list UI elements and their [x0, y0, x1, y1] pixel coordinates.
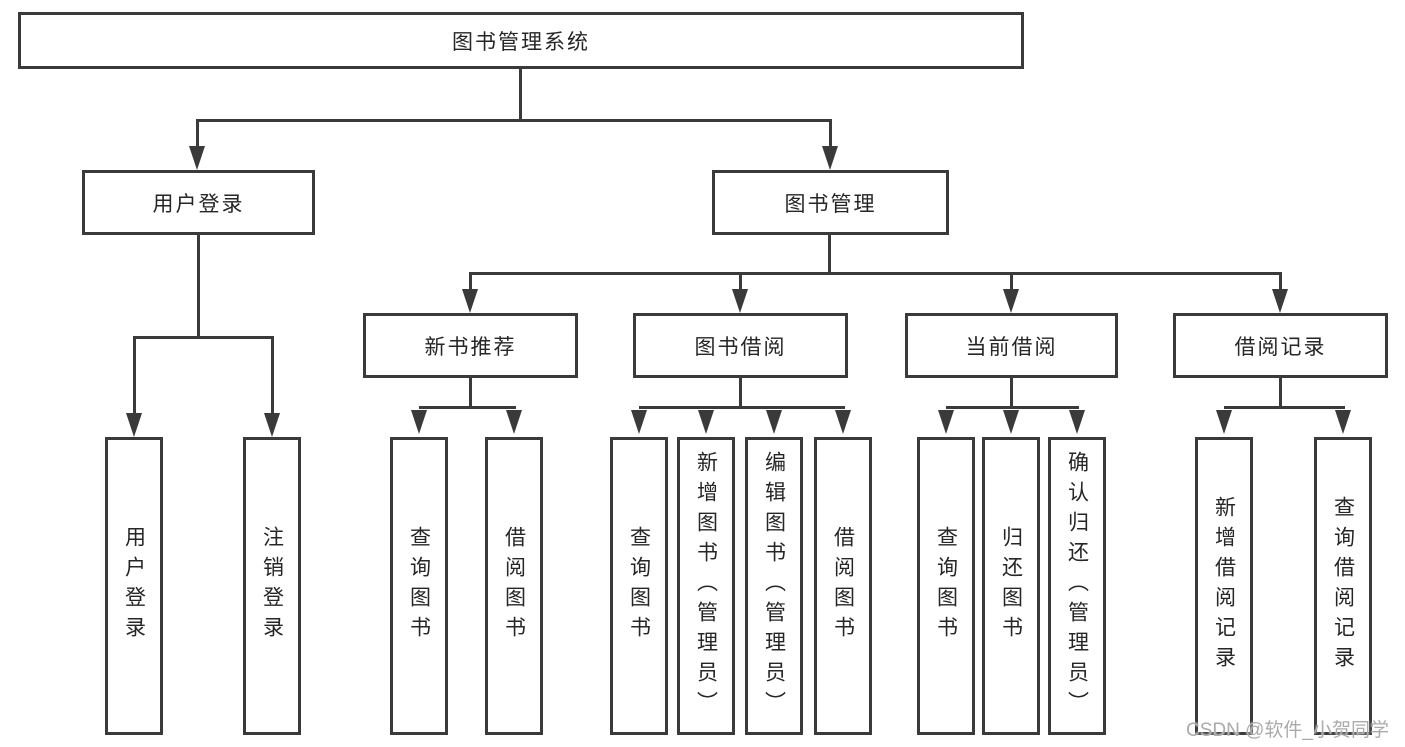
arrowhead-down: [1272, 289, 1288, 313]
node-user-login: 用户登录: [82, 170, 315, 235]
node-leaf-cb-confirm-return: 确认归还（管理员）: [1048, 437, 1106, 735]
node-leaf-cb-query-book: 查询图书: [917, 437, 975, 735]
arrowhead-down: [732, 289, 748, 313]
node-label: 新增图书（管理员）: [694, 451, 718, 721]
node-label: 借阅图书: [831, 526, 855, 646]
arrowhead-down: [1003, 410, 1019, 434]
node-label: 编辑图书（管理员）: [762, 451, 786, 721]
node-label: 新书推荐: [424, 335, 517, 359]
connector-stem: [1010, 272, 1013, 292]
node-leaf-br-query-record: 查询借阅记录: [1314, 437, 1372, 735]
node-label: 查询图书: [934, 526, 958, 646]
connector-branch: [1224, 406, 1345, 409]
arrowhead-down: [766, 410, 782, 434]
node-label: 图书管理: [784, 192, 877, 216]
node-label: 当前借阅: [965, 335, 1058, 359]
connector-trunk: [1010, 378, 1013, 409]
node-leaf-br-add-record: 新增借阅记录: [1195, 437, 1253, 735]
node-label: 查询图书: [407, 526, 431, 646]
connector-stem: [271, 336, 274, 416]
node-label: 注销登录: [260, 526, 284, 646]
node-label: 归还图书: [999, 526, 1023, 646]
node-label: 确认归还（管理员）: [1065, 451, 1089, 721]
node-leaf-logout: 注销登录: [243, 437, 301, 735]
connector-root-branch: [197, 119, 832, 122]
connector-stem: [469, 272, 472, 292]
connector-branch: [639, 406, 845, 409]
node-current-borrow: 当前借阅: [905, 313, 1118, 378]
connector-stem: [739, 272, 742, 292]
node-leaf-bb-query-book: 查询图书: [610, 437, 668, 735]
node-leaf-user-login: 用户登录: [105, 437, 163, 735]
arrowhead-down: [126, 413, 142, 437]
node-label: 用户登录: [152, 192, 245, 216]
node-leaf-cb-return-book: 归还图书: [982, 437, 1040, 735]
connector-stem: [196, 119, 199, 151]
connector-root-trunk: [519, 69, 522, 121]
node-label: 用户登录: [122, 526, 146, 646]
arrowhead-down: [698, 410, 714, 434]
node-book-management: 图书管理: [712, 170, 949, 235]
arrowhead-down: [1003, 289, 1019, 313]
connector-trunk: [469, 378, 472, 409]
connector-branch: [470, 272, 1282, 275]
node-label: 图书借阅: [694, 335, 787, 359]
connector-trunk: [739, 378, 742, 409]
csdn-watermark: CSDN @软件_小贺同学: [1186, 720, 1389, 741]
node-label: 图书管理系统: [452, 30, 590, 54]
node-new-book-recommend: 新书推荐: [363, 313, 578, 378]
arrowhead-down: [1335, 410, 1351, 434]
arrowhead-down: [264, 413, 280, 437]
connector-stem: [829, 119, 832, 151]
connector-trunk: [828, 235, 831, 275]
arrowhead-down: [462, 289, 478, 313]
connector-branch: [419, 406, 516, 409]
connector-trunk: [197, 235, 200, 338]
node-leaf-rec-borrow-book: 借阅图书: [485, 437, 543, 735]
node-book-borrow: 图书借阅: [633, 313, 848, 378]
node-label: 借阅图书: [502, 526, 526, 646]
connector-stem: [133, 336, 136, 416]
arrowhead-down: [189, 146, 205, 170]
arrowhead-down: [822, 146, 838, 170]
node-leaf-bb-add-book: 新增图书（管理员）: [677, 437, 735, 735]
node-label: 查询图书: [627, 526, 651, 646]
node-leaf-bb-borrow-book: 借阅图书: [814, 437, 872, 735]
arrowhead-down: [1216, 410, 1232, 434]
node-borrow-records: 借阅记录: [1173, 313, 1388, 378]
node-root: 图书管理系统: [18, 12, 1024, 69]
arrowhead-down: [938, 410, 954, 434]
connector-trunk: [1279, 378, 1282, 409]
arrowhead-down: [506, 410, 522, 434]
connector-stem: [1279, 272, 1282, 292]
arrowhead-down: [835, 410, 851, 434]
node-label: 新增借阅记录: [1212, 496, 1236, 676]
connector-branch: [134, 336, 274, 339]
arrowhead-down: [411, 410, 427, 434]
node-leaf-rec-query-book: 查询图书: [390, 437, 448, 735]
arrowhead-down: [631, 410, 647, 434]
node-label: 借阅记录: [1234, 335, 1327, 359]
node-label: 查询借阅记录: [1331, 496, 1355, 676]
connector-branch: [946, 406, 1079, 409]
arrowhead-down: [1069, 410, 1085, 434]
node-leaf-bb-edit-book: 编辑图书（管理员）: [745, 437, 803, 735]
